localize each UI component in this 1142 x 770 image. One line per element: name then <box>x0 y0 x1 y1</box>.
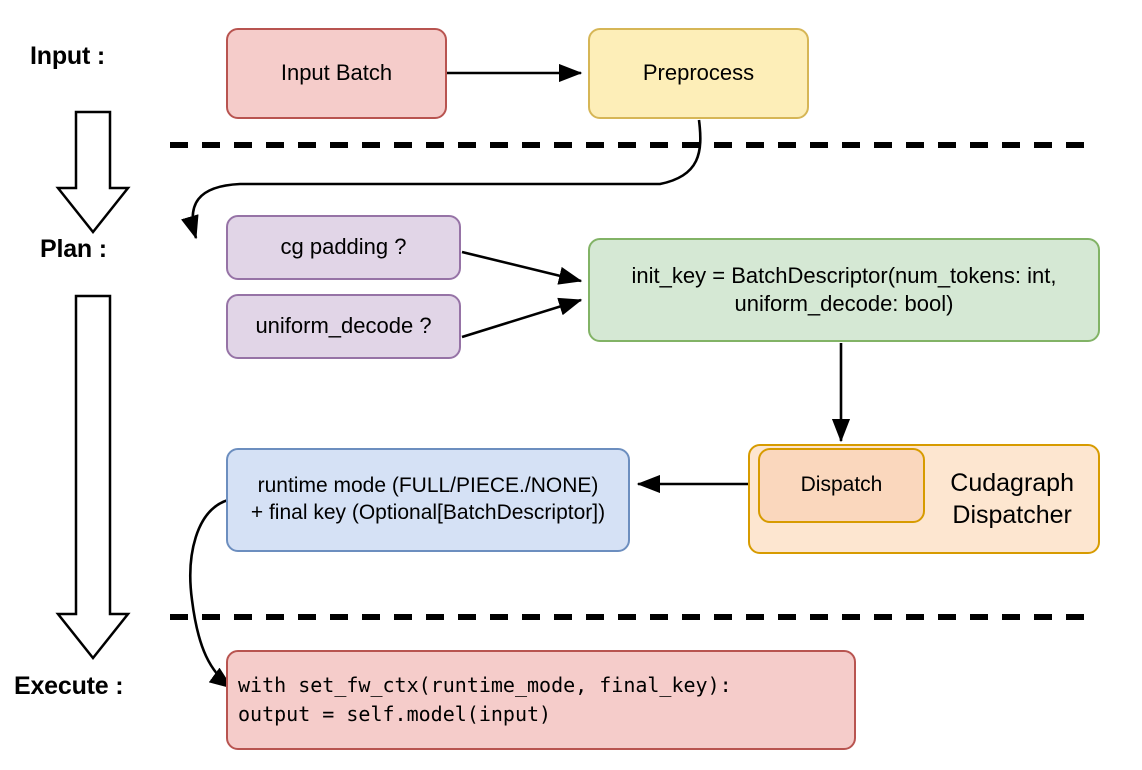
edge-uniform-decode-to-init-key <box>461 297 583 339</box>
edge-cg-padding-to-init-key <box>461 250 583 285</box>
node-preprocess-label: Preprocess <box>642 60 755 86</box>
node-init-key[interactable]: init_key = BatchDescriptor(num_tokens: i… <box>588 238 1100 342</box>
plan-to-execute-block-arrow <box>55 294 131 661</box>
node-uniform-decode[interactable]: uniform_decode ? <box>226 294 461 359</box>
stage-label-execute: Execute : <box>14 672 124 700</box>
node-cudagraph-dispatcher-label: Cudagraph Dispatcher <box>950 469 1074 529</box>
node-dispatch[interactable]: Dispatch <box>758 448 925 523</box>
node-uniform-decode-label: uniform_decode ? <box>255 313 432 339</box>
node-execute-code-label: with set_fw_ctx(runtime_mode, final_key)… <box>238 673 732 726</box>
node-runtime-mode-label: runtime mode (FULL/PIECE./NONE) + final … <box>250 474 606 524</box>
node-input-batch[interactable]: Input Batch <box>226 28 447 119</box>
stage-label-input: Input : <box>30 42 105 70</box>
node-input-batch-label: Input Batch <box>280 60 393 86</box>
node-cg-padding-label: cg padding ? <box>280 234 407 260</box>
node-cg-padding[interactable]: cg padding ? <box>226 215 461 280</box>
stage-label-plan: Plan : <box>40 235 107 263</box>
input-to-plan-block-arrow <box>55 110 131 235</box>
node-dispatch-label: Dispatch <box>800 473 883 497</box>
node-execute-code[interactable]: with set_fw_ctx(runtime_mode, final_key)… <box>226 650 856 750</box>
node-preprocess[interactable]: Preprocess <box>588 28 809 119</box>
node-init-key-label: init_key = BatchDescriptor(num_tokens: i… <box>631 262 1057 316</box>
node-runtime-mode[interactable]: runtime mode (FULL/PIECE./NONE) + final … <box>226 448 630 552</box>
